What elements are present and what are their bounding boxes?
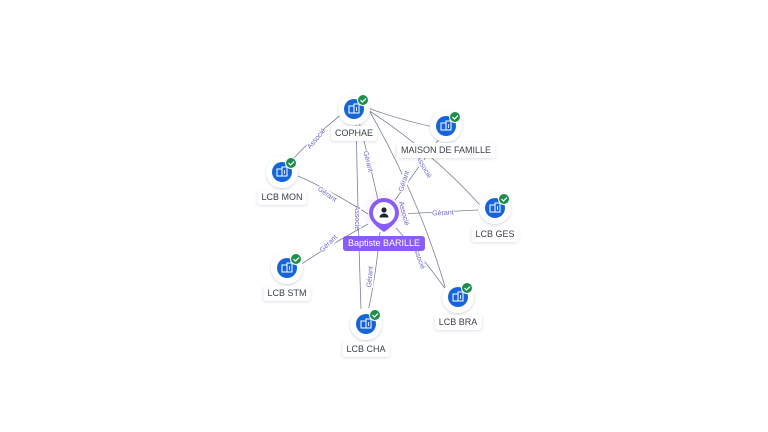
check-badge-icon <box>369 309 381 321</box>
check-badge-icon <box>357 94 369 106</box>
check-badge-icon <box>290 253 302 265</box>
company-label-lcbcha[interactable]: LCB CHA <box>342 342 390 357</box>
company-node-lcbstm[interactable] <box>271 252 303 284</box>
company-label-lcbstm[interactable]: LCB STM <box>263 286 311 301</box>
edge-label-background <box>396 169 412 194</box>
building-icon <box>452 291 464 302</box>
edge-label-background <box>361 149 375 174</box>
edge-label-associe: Associé <box>306 127 327 150</box>
company-label-lcbmon[interactable]: LCB MON <box>257 190 307 205</box>
building-icon <box>440 120 452 131</box>
building-icon <box>360 318 372 329</box>
edge-label-gerant: Gérant <box>366 266 375 288</box>
check-badge-icon <box>461 282 473 294</box>
edge-label-gerant: Gérant <box>319 234 339 254</box>
edge-label-background <box>353 207 361 229</box>
company-label-lcbbra[interactable]: LCB BRA <box>434 315 482 330</box>
check-badge-icon <box>449 111 461 123</box>
edge-cophae-maison <box>367 107 439 129</box>
edge-label-background <box>365 265 375 289</box>
edge-label-associe: Associé <box>414 155 432 180</box>
edge-label-gerant: Gérant <box>316 186 338 204</box>
company-node-maison[interactable] <box>430 110 462 142</box>
edge-label-gerant: Gérant <box>432 209 454 217</box>
edge-label-background <box>414 155 433 179</box>
company-node-cophae[interactable] <box>338 93 370 125</box>
company-node-lcbges[interactable] <box>479 192 511 224</box>
check-badge-icon <box>498 193 510 205</box>
company-label-cophae[interactable]: COPHAE <box>330 126 378 141</box>
person-name-label[interactable]: Baptiste BARILLE <box>342 236 426 251</box>
company-node-lcbmon[interactable] <box>266 156 298 188</box>
building-icon <box>281 262 293 273</box>
company-node-lcbcha[interactable] <box>350 308 382 340</box>
person-node[interactable] <box>360 189 408 237</box>
company-label-maison[interactable]: MAISON DE FAMILLE <box>396 143 496 158</box>
edge-label-background <box>317 232 340 255</box>
nodes-layer <box>266 93 511 340</box>
building-icon <box>348 103 360 114</box>
person-icon <box>379 207 389 218</box>
building-icon <box>276 166 288 177</box>
building-icon <box>489 202 501 213</box>
company-label-lcbges[interactable]: LCB GES <box>471 227 519 242</box>
check-badge-icon <box>285 157 297 169</box>
edge-cophae-lcbbra <box>369 111 447 291</box>
edge-label-background <box>315 184 339 204</box>
edge-label-background <box>306 127 327 150</box>
edge-label-background <box>411 245 427 270</box>
edge-label-gerant: Gérant <box>361 150 373 173</box>
edge-label-associe: Associé <box>353 206 360 231</box>
edge-label-background <box>431 208 455 218</box>
company-node-lcbbra[interactable] <box>442 281 474 313</box>
